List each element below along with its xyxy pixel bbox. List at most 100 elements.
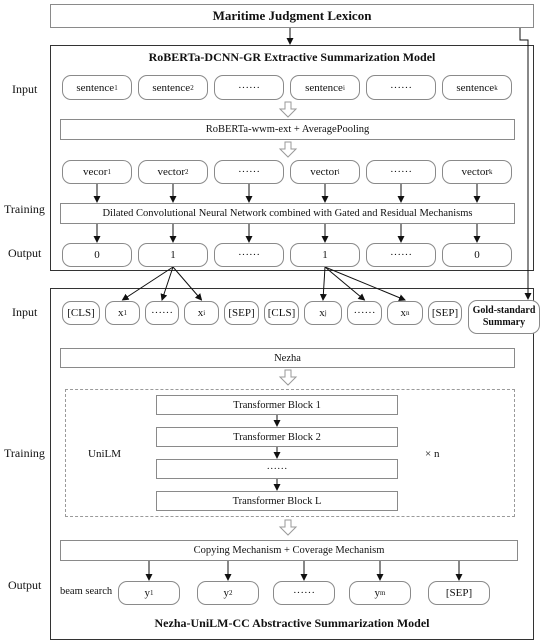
extractive-output-box: 1 — [290, 243, 360, 267]
abstractive-output-box-text: y — [374, 587, 381, 599]
extractive-output-box-text: 1 — [322, 249, 328, 261]
extractive-output-box-text: 0 — [474, 249, 480, 261]
sentence-box-subscript: k — [494, 83, 498, 92]
beam-search-label: beam search — [60, 586, 113, 597]
extractive-input-label: Input — [12, 82, 38, 96]
selected-sentence-to-token-arrow — [324, 266, 406, 301]
flow-arrow-down-icon — [278, 101, 298, 118]
vector-box: ······ — [366, 160, 436, 184]
vector-box-subscript: k — [488, 168, 493, 176]
copy-coverage-bar: Copying Mechanism + Coverage Mechanism — [60, 540, 518, 561]
abstractive-output-box-text: [SEP] — [445, 587, 473, 599]
abstractive-output-box-text: y — [144, 587, 151, 599]
extractive-training-label: Training — [4, 202, 45, 216]
abstractive-output-box-text: ······ — [293, 587, 315, 599]
sentence-box-text: ······ — [390, 81, 412, 94]
token-box-text: x — [197, 307, 204, 319]
sentence-box-subscript: i — [342, 83, 345, 92]
selected-sentence-to-token-arrow — [324, 266, 366, 301]
token-box-text: x — [400, 307, 407, 319]
token-box: [CLS] — [264, 301, 299, 325]
times-n-label: × n — [425, 448, 440, 460]
extractive-output-box-text: ······ — [390, 249, 412, 261]
token-box-text: x — [319, 307, 325, 319]
abstractive-model-title: Nezha-UniLM-CC Abstractive Summarization… — [154, 615, 430, 630]
vector-box-subscript: 2 — [184, 168, 189, 176]
transformer-block: ······ — [156, 459, 398, 479]
sentence-box-text: ······ — [238, 81, 260, 94]
token-box-subscript: j — [324, 309, 327, 317]
token-box-text: ······ — [151, 307, 173, 319]
transformer-block-label: Transformer Block 1 — [233, 399, 321, 411]
abstractive-training-label: Training — [4, 446, 45, 460]
nezha-bar: Nezha — [60, 348, 515, 368]
transformer-block-label: ······ — [266, 463, 288, 475]
abstractive-output-box: [SEP] — [428, 581, 490, 605]
token-box-subscript: i — [203, 309, 206, 317]
vector-box-text: ······ — [390, 166, 412, 178]
sentence-box: ······ — [366, 75, 436, 100]
token-box: ······ — [145, 301, 179, 325]
unilm-dashed-box — [65, 389, 515, 517]
vector-box: ······ — [214, 160, 284, 184]
abstractive-output-box-subscript: m — [380, 589, 386, 597]
extractive-model-panel — [50, 45, 534, 271]
extractive-output-box-text: 1 — [170, 249, 176, 261]
token-box: [CLS] — [62, 301, 100, 325]
sentence-box: ······ — [214, 75, 284, 100]
sentence-box-text: sentence — [76, 81, 115, 94]
sentence-box-text: sentence — [456, 81, 495, 94]
unilm-label: UniLM — [88, 448, 121, 460]
token-box: [SEP] — [224, 301, 259, 325]
extractive-output-box-text: 0 — [94, 249, 100, 261]
token-box-text: ······ — [353, 307, 376, 319]
token-box: ······ — [347, 301, 382, 325]
selected-sentence-to-token-arrow — [172, 266, 203, 301]
transformer-block-label: Transformer Block L — [232, 495, 322, 507]
vector-box-text: ······ — [238, 166, 260, 178]
transformer-block: Transformer Block 2 — [156, 427, 398, 447]
lexicon-to-gold-arrow — [519, 28, 532, 300]
token-box-text: [SEP] — [228, 307, 255, 319]
gold-standard-summary-box: Gold-standard Summary — [468, 300, 540, 334]
abstractive-output-box-subscript: 2 — [229, 589, 233, 597]
token-box-text: [CLS] — [67, 307, 95, 319]
vector-box-subscript: 1 — [107, 168, 111, 176]
vector-box-text: vector — [157, 166, 185, 178]
vector-box-text: vecor — [83, 166, 108, 178]
token-box: [SEP] — [428, 301, 462, 325]
abstractive-input-label: Input — [12, 305, 38, 319]
vector-box-subscript: i — [337, 168, 340, 176]
vector-box-text: vector — [461, 166, 489, 178]
abstractive-output-box: ······ — [273, 581, 335, 605]
extractive-output-label: Output — [8, 246, 42, 260]
flow-arrow-down-icon — [278, 141, 298, 158]
selected-sentence-to-token-arrow — [121, 266, 174, 301]
dcnn-gr-bar: Dilated Convolutional Neural Network com… — [60, 203, 515, 224]
token-box-subscript: 1 — [123, 309, 128, 317]
token-box-subscript: n — [406, 309, 410, 317]
abstractive-output-box-text: y — [223, 587, 230, 599]
transformer-block-label: Transformer Block 2 — [233, 431, 321, 443]
vector-box-text: vector — [310, 166, 338, 178]
abstractive-model-panel — [50, 288, 534, 640]
flow-arrow-down-icon — [278, 519, 298, 536]
extractive-model-title: RoBERTa-DCNN-GR Extractive Summarization… — [148, 49, 436, 64]
selected-sentence-to-token-arrow — [160, 266, 174, 301]
sentence-box-text: sentence — [305, 81, 343, 94]
abstractive-output-label: Output — [8, 578, 42, 592]
transformer-block: Transformer Block L — [156, 491, 398, 511]
roberta-encoder-bar: RoBERTa-wwm-ext + AveragePooling — [60, 119, 515, 140]
lexicon-box: Maritime Judgment Lexicon — [50, 4, 534, 28]
selected-sentence-to-token-arrow — [319, 266, 327, 301]
